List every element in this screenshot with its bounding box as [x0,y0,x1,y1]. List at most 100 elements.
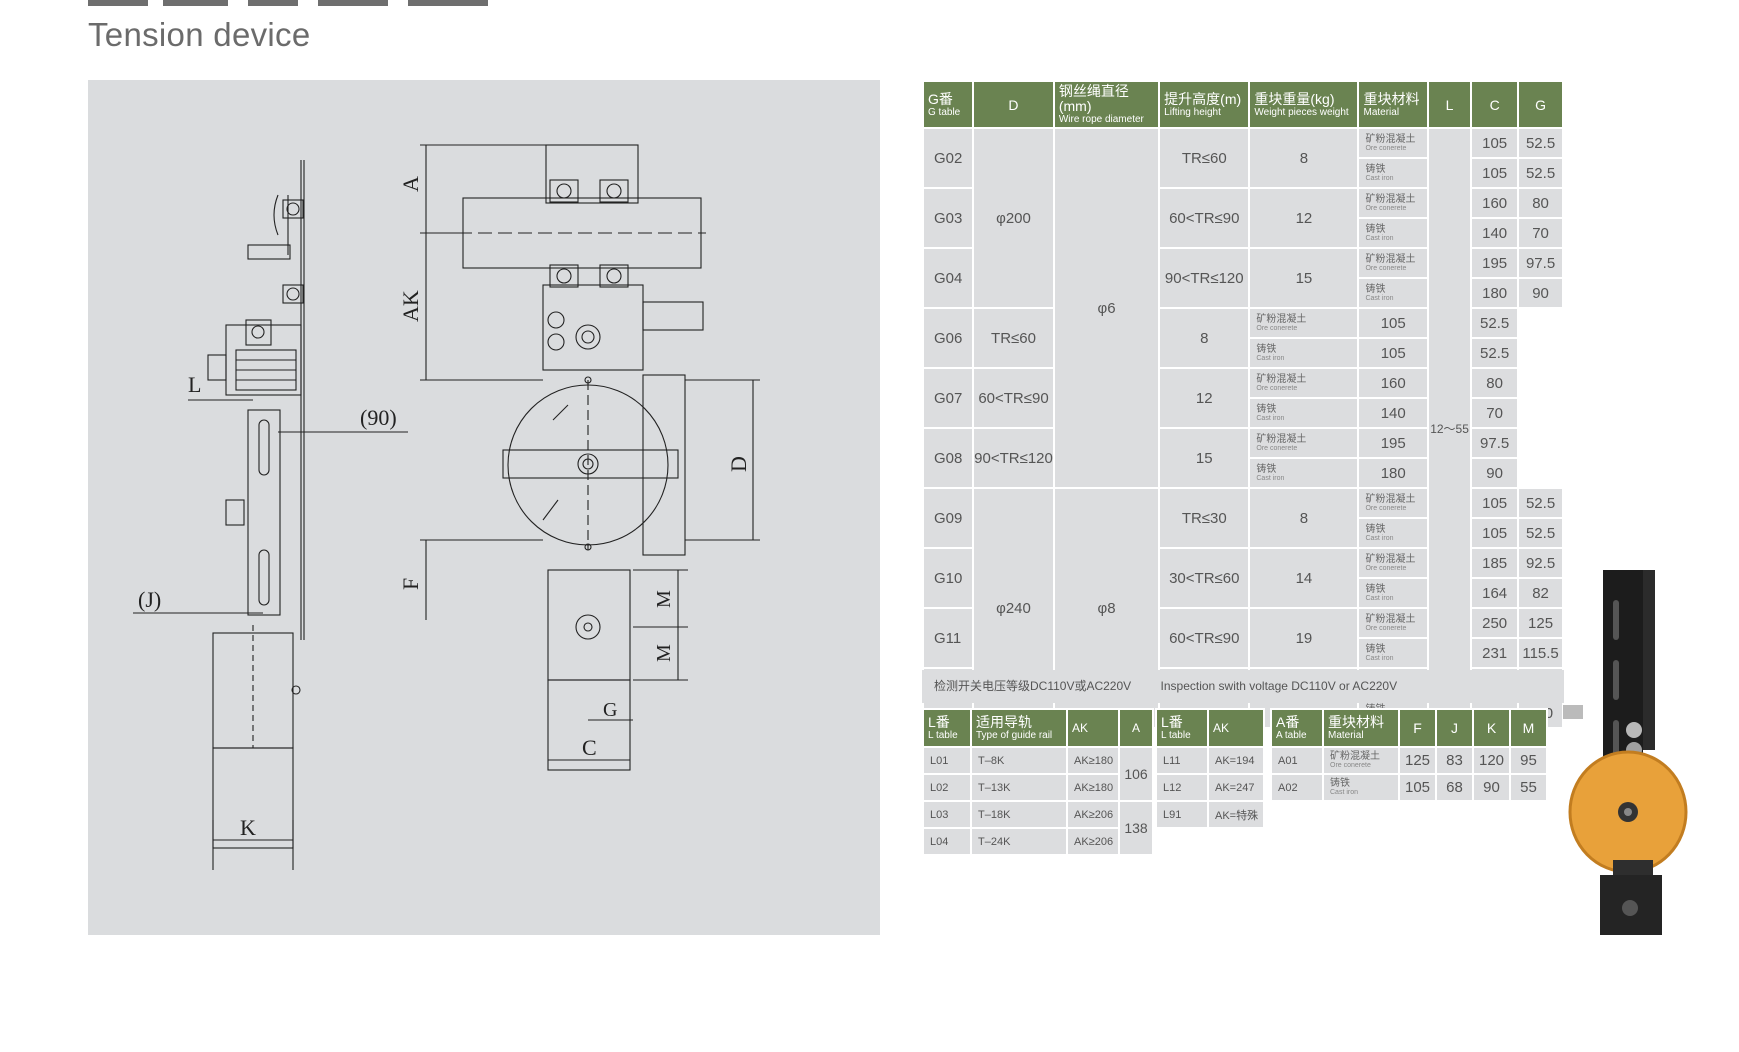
l-a-value: 138 [1118,800,1154,856]
c-value: 185 [1470,547,1520,579]
a-f: 105 [1398,773,1437,802]
l-rail: T–13K [970,773,1068,802]
c-value: 160 [1470,187,1520,219]
dim-label-j: (J) [138,587,161,612]
c-value: 250 [1470,607,1520,639]
weight-value: 8 [1158,307,1251,369]
l-rail: T–18K [970,800,1068,829]
header-l: L [1426,80,1473,129]
lift-value: 60<TR≤90 [1158,607,1251,669]
wire-value: φ6 [1052,127,1161,489]
l2-code: L12 [1155,773,1209,802]
l-ak: AK≥206 [1066,827,1120,856]
l2-ak: AK=特殊 [1207,800,1265,829]
l-code: L02 [922,773,972,802]
c-value: 160 [1357,367,1429,399]
lift-value: 60<TR≤90 [1158,187,1251,249]
g-value: 52.5 [1470,307,1520,339]
lift-value: 90<TR≤120 [972,427,1055,489]
g-value: 52.5 [1517,487,1564,519]
header-m: M [1509,708,1548,748]
a-code: A02 [1270,773,1324,802]
lift-value: TR≤60 [972,307,1055,369]
c-value: 180 [1357,457,1429,489]
c-value: 105 [1357,307,1429,339]
l2-code: L11 [1155,746,1209,775]
l-ak: AK≥206 [1066,800,1120,829]
c-value: 105 [1470,517,1520,549]
header-k: K [1472,708,1511,748]
dim-label-ak: AK [398,290,423,322]
g-value: 92.5 [1517,547,1564,579]
l-code: L04 [922,827,972,856]
page-title: Tension device [88,16,311,53]
header-d: D [972,80,1055,129]
g-value: 52.5 [1470,337,1520,369]
g-value: 97.5 [1517,247,1564,279]
g-value: 90 [1470,457,1520,489]
side-view [133,160,408,870]
lift-value: 30<TR≤60 [1158,547,1251,609]
dim-label-90: (90) [360,405,397,430]
weight-value: 15 [1158,427,1251,489]
g-value: 115.5 [1517,637,1564,669]
c-value: 180 [1470,277,1520,309]
g-value: 90 [1517,277,1564,309]
g-value: 80 [1470,367,1520,399]
table-row: L01 T–8K AK≥180 106 [922,746,1154,802]
l-a-value: 106 [1118,746,1154,802]
header-wire-rope: 钢丝绳直径(mm)Wire rope diameter [1052,80,1161,129]
a-k: 120 [1472,746,1511,775]
header-lifting-height: 提升高度(m)Lifting height [1158,80,1251,129]
g-code: G04 [921,247,975,309]
g-code: G02 [921,127,975,189]
table-row: L02 T–13K AK≥180 [922,773,1153,802]
a-code: A01 [1270,746,1324,775]
header-f: F [1398,708,1437,748]
weight-value: 19 [1248,607,1360,669]
c-value: 231 [1470,637,1520,669]
header-j: J [1435,708,1474,748]
clipped-title [88,0,688,10]
g-value: 70 [1517,217,1564,249]
dim-label-f: F [398,578,423,590]
lift-value: TR≤30 [1158,487,1251,549]
l2-code: L91 [1155,800,1209,829]
lift-value: TR≤60 [1158,127,1251,189]
front-view [420,144,760,771]
inspection-voltage-note: 检测开关电压等级DC110V或AC220V Inspection swith v… [922,670,1564,703]
a-j: 68 [1435,773,1474,802]
